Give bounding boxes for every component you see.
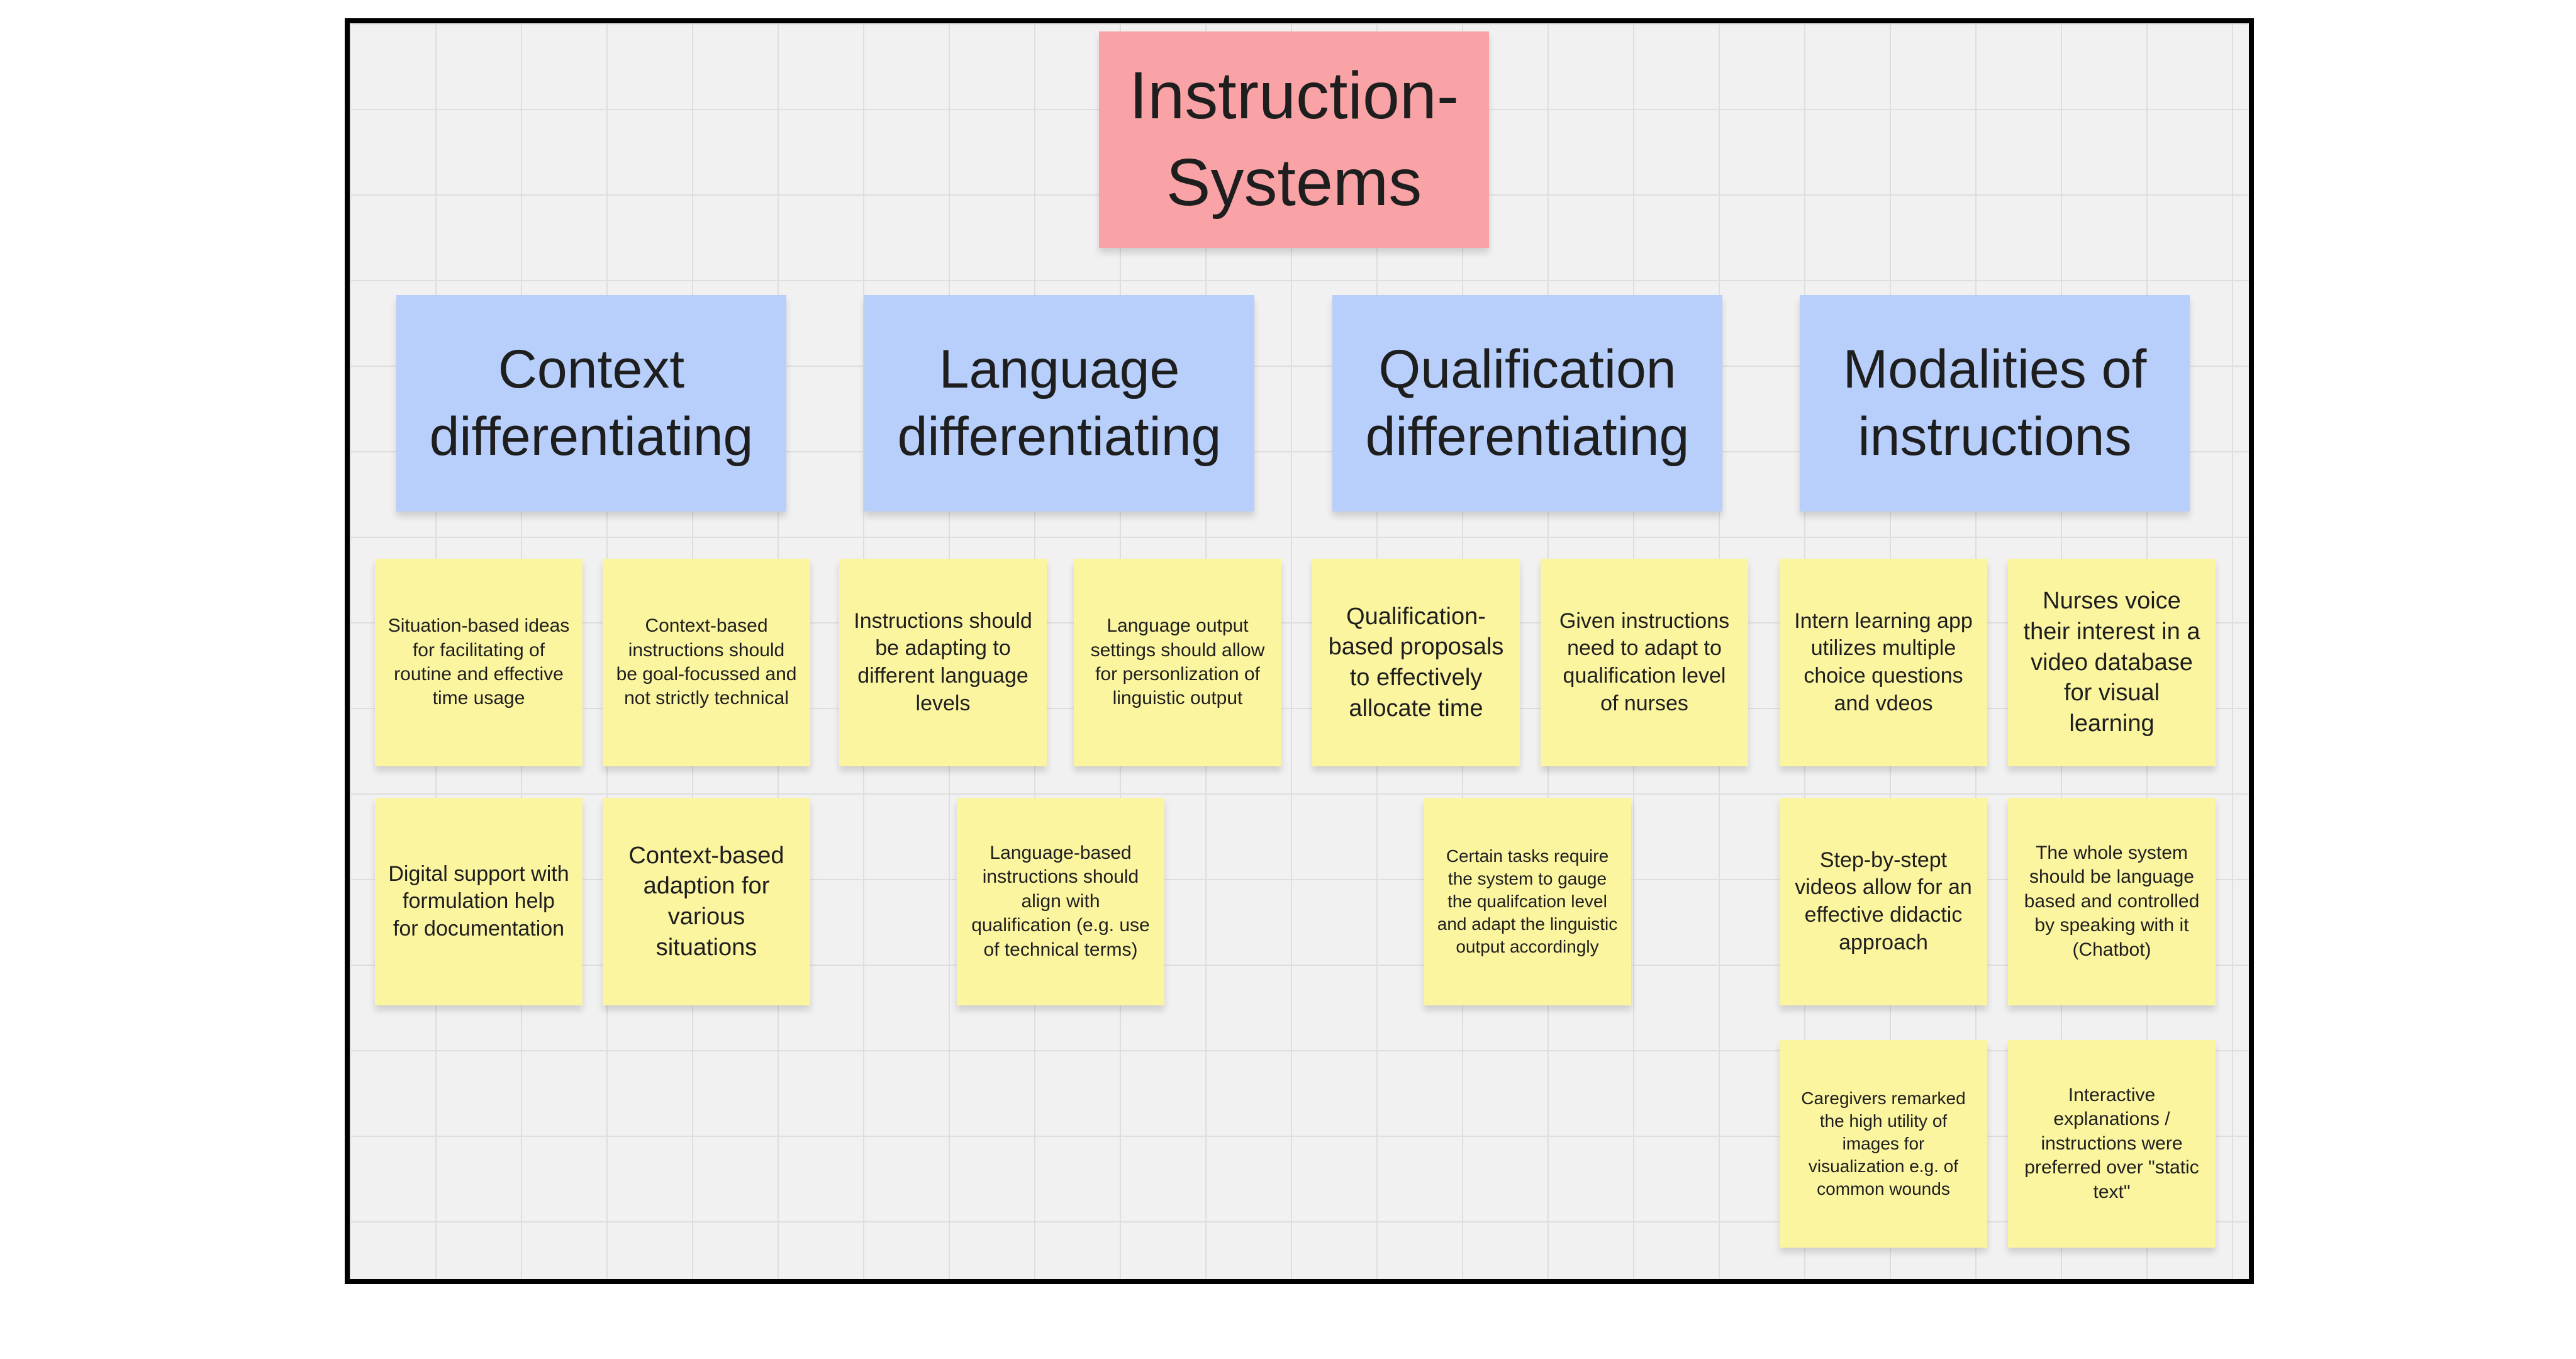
- sticky-note[interactable]: Situation-based ideas for facilitating o…: [375, 559, 583, 766]
- sticky-note-text: Qualification-based proposals to effecti…: [1328, 603, 1504, 722]
- sticky-note-text: Nurses voice their interest in a video d…: [2023, 588, 2200, 737]
- sticky-note-text: Language-based instructions should align…: [971, 842, 1150, 960]
- sticky-note[interactable]: Step-by-stept videos allow for an effect…: [1780, 798, 1987, 1005]
- sticky-note[interactable]: Intern learning app utilizes multiple ch…: [1780, 559, 1987, 766]
- sticky-note[interactable]: Given instructions need to adapt to qual…: [1541, 559, 1748, 766]
- sticky-note-text: The whole system should be language base…: [2024, 842, 2200, 960]
- sticky-note[interactable]: Certain tasks require the system to gaug…: [1424, 798, 1631, 1005]
- sticky-note-text: Instructions should be adapting to diffe…: [854, 608, 1032, 715]
- category-language-label: Language differentiating: [897, 338, 1222, 467]
- title-text: Instruction- Systems: [1129, 59, 1459, 220]
- sticky-note-text: Context-based adaption for various situa…: [628, 842, 784, 961]
- sticky-note-text: Intern learning app utilizes multiple ch…: [1794, 608, 1973, 715]
- sticky-note[interactable]: Instructions should be adapting to diffe…: [839, 559, 1047, 766]
- sticky-note[interactable]: Context-based instructions should be goa…: [603, 559, 810, 766]
- title-note[interactable]: Instruction- Systems: [1099, 31, 1489, 248]
- sticky-note[interactable]: Context-based adaption for various situa…: [603, 798, 810, 1005]
- category-qualification[interactable]: Qualification differentiating: [1332, 295, 1722, 512]
- sticky-note[interactable]: Nurses voice their interest in a video d…: [2008, 559, 2216, 766]
- sticky-note[interactable]: Digital support with formulation help fo…: [375, 798, 583, 1005]
- sticky-note-text: Certain tasks require the system to gaug…: [1437, 846, 1618, 956]
- sticky-note-text: Digital support with formulation help fo…: [388, 861, 569, 941]
- category-language[interactable]: Language differentiating: [864, 295, 1254, 512]
- whiteboard: Instruction- Systems Context differentia…: [345, 18, 2254, 1284]
- sticky-note-text: Step-by-stept videos allow for an effect…: [1795, 847, 1972, 954]
- category-context-label: Context differentiating: [429, 338, 754, 467]
- sticky-note-text: Language output settings should allow fo…: [1090, 615, 1265, 709]
- sticky-note[interactable]: Interactive explanations / instructions …: [2008, 1040, 2216, 1248]
- category-modalities[interactable]: Modalities of instructions: [1800, 295, 2190, 512]
- category-context[interactable]: Context differentiating: [396, 295, 786, 512]
- category-qualification-label: Qualification differentiating: [1365, 338, 1690, 467]
- sticky-note-text: Caregivers remarked the high utility of …: [1801, 1088, 1966, 1199]
- sticky-note-text: Context-based instructions should be goa…: [616, 615, 797, 709]
- sticky-note[interactable]: The whole system should be language base…: [2008, 798, 2216, 1005]
- sticky-note-text: Interactive explanations / instructions …: [2024, 1085, 2199, 1202]
- sticky-note-text: Situation-based ideas for facilitating o…: [388, 615, 570, 709]
- sticky-note[interactable]: Caregivers remarked the high utility of …: [1780, 1040, 1987, 1248]
- sticky-note[interactable]: Qualification-based proposals to effecti…: [1312, 559, 1520, 766]
- sticky-note[interactable]: Language-based instructions should align…: [957, 798, 1164, 1005]
- sticky-note-text: Given instructions need to adapt to qual…: [1559, 608, 1730, 715]
- sticky-note[interactable]: Language output settings should allow fo…: [1074, 559, 1281, 766]
- category-modalities-label: Modalities of instructions: [1843, 338, 2147, 467]
